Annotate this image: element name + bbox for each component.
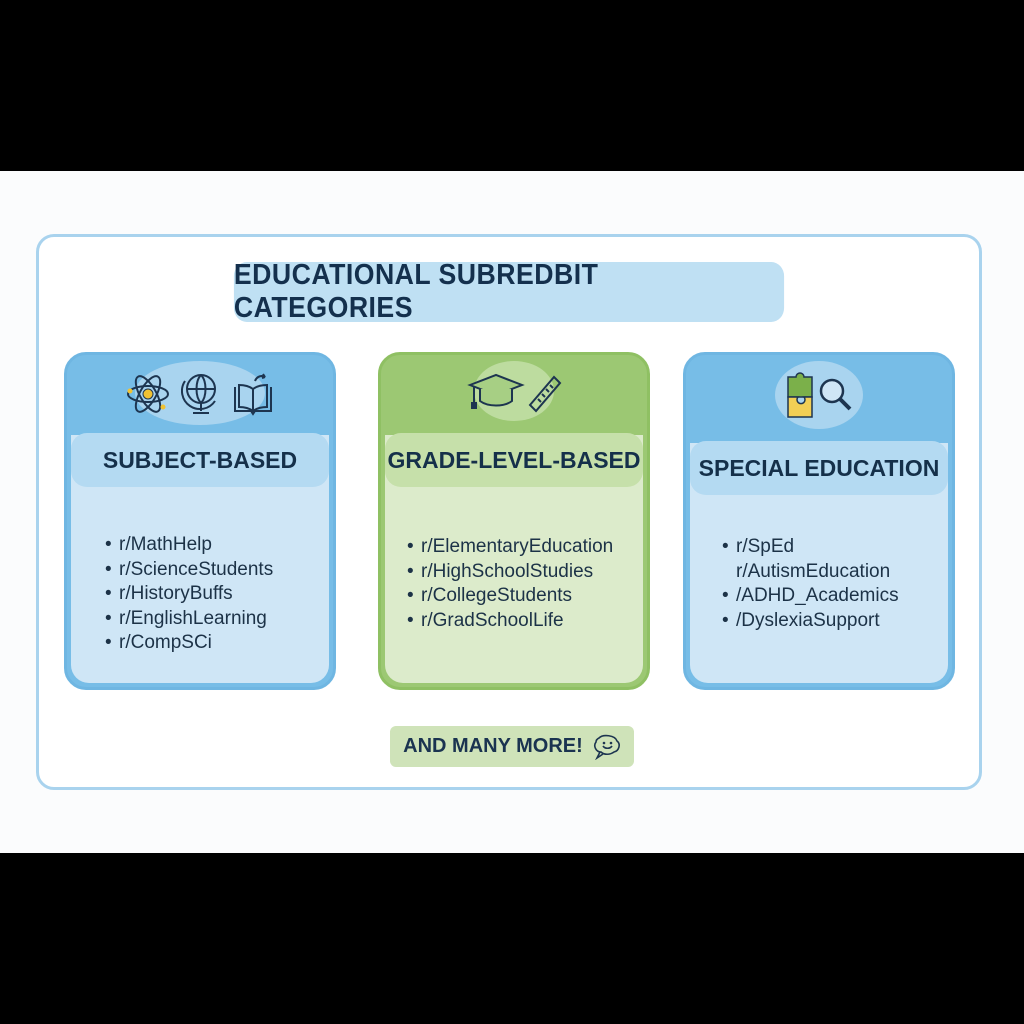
subreddit-link[interactable]: /DyslexiaSupport [736, 609, 880, 631]
list-item[interactable]: •r/ScienceStudents [105, 558, 274, 580]
list-item[interactable]: •r/GradSchoolLife [407, 609, 564, 631]
list-item[interactable]: •/DyslexiaSupport [722, 609, 880, 631]
subreddit-link[interactable]: r/ScienceStudents [119, 558, 274, 580]
list-item[interactable]: •r/SpEd [722, 536, 795, 557]
list-item[interactable]: •r/ElementaryEducation [407, 536, 614, 557]
subreddit-list: •r/SpEd r/AutismEducation •/ADHD_Academi… [722, 535, 899, 633]
subreddit-link[interactable]: r/AutismEducation [736, 560, 891, 582]
list-item[interactable]: •r/CollegeStudents [407, 585, 573, 606]
graduation-cap-icon [467, 373, 525, 409]
icon-group [381, 369, 647, 415]
magnifier-icon [819, 378, 852, 411]
card-heading: SPECIAL EDUCATION [690, 441, 948, 495]
icon-group [67, 371, 333, 417]
ruler-icon [528, 375, 562, 413]
and-many-more-badge: AND MANY MORE! [390, 726, 634, 767]
subreddit-link[interactable]: r/GradSchoolLife [421, 609, 564, 631]
subreddit-link[interactable]: r/ElementaryEducation [421, 536, 614, 557]
card-special-education: SPECIAL EDUCATION •r/SpEd r/AutismEducat… [683, 352, 955, 690]
footer-label: AND MANY MORE! [403, 735, 583, 757]
subreddit-link[interactable]: r/EnglishLearning [119, 607, 267, 629]
subreddit-link[interactable]: r/SpEd [736, 536, 795, 557]
open-book-icon [234, 373, 272, 416]
atom-icon [127, 375, 169, 413]
list-item[interactable]: •r/HighSchoolStudies [407, 560, 594, 582]
subreddit-link[interactable]: /ADHD_Academics [736, 585, 899, 606]
list-item[interactable]: •r/HistoryBuffs [105, 583, 233, 604]
subreddit-link[interactable]: r/HistoryBuffs [119, 583, 233, 604]
infographic-title: EDUCATIONAL SUBREDBIT CATEGORIES [233, 259, 785, 324]
subreddit-link[interactable]: r/CompSCi [119, 632, 212, 653]
list-item[interactable]: •/ADHD_Academics [722, 585, 899, 606]
subreddit-link[interactable]: r/HighSchoolStudies [421, 560, 594, 582]
subreddit-list: •r/ElementaryEducation •r/HighSchoolStud… [407, 535, 613, 633]
list-item[interactable]: •r/MathHelp [105, 534, 212, 555]
card-heading: SUBJECT-BASED [71, 433, 329, 487]
list-item[interactable]: •r/EnglishLearning [105, 607, 267, 629]
puzzle-piece-icon [787, 372, 813, 418]
icon-group [686, 371, 952, 419]
list-item[interactable]: •r/CompSCi [105, 632, 212, 653]
card-heading: GRADE-LEVEL-BASED [385, 433, 643, 487]
list-item[interactable]: r/AutismEducation [722, 560, 899, 585]
subreddit-list: •r/MathHelp •r/ScienceStudents •r/Histor… [105, 533, 273, 656]
card-grade-level-based: GRADE-LEVEL-BASED •r/ElementaryEducation… [378, 352, 650, 690]
subreddit-link[interactable]: r/CollegeStudents [421, 585, 573, 606]
card-subject-based: SUBJECT-BASED •r/MathHelp •r/ScienceStud… [64, 352, 336, 690]
globe-icon [181, 374, 216, 414]
subreddit-link[interactable]: r/MathHelp [119, 534, 212, 555]
smiley-speech-bubble-icon [593, 734, 620, 760]
